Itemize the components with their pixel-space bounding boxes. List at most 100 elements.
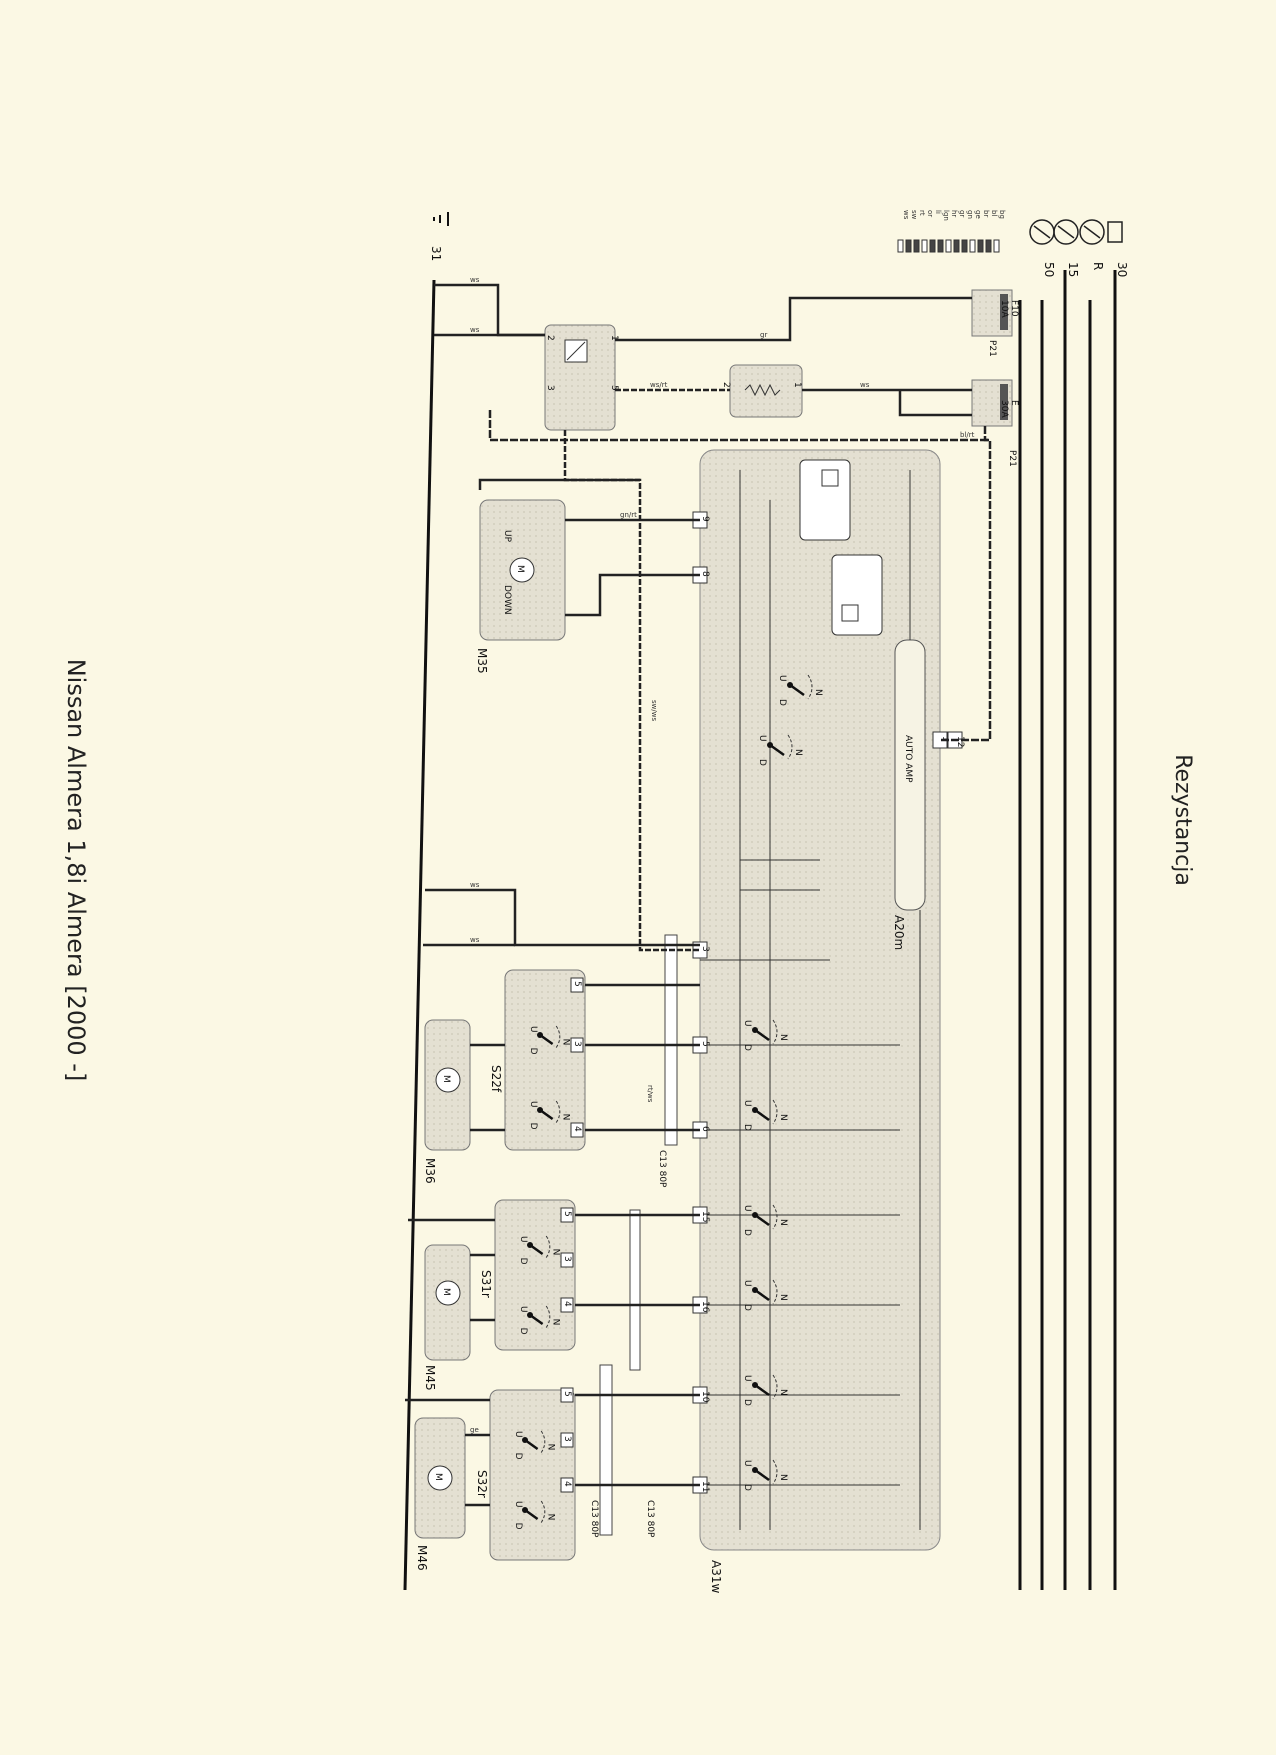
wire-label-ws-1: ws <box>470 276 480 284</box>
connector-c13-a: C13 80P <box>657 1150 667 1188</box>
rail-label-r: R <box>1091 262 1105 270</box>
ground-symbol <box>433 212 449 226</box>
wire-label-ws-3: ws <box>860 381 870 389</box>
ext-pin-box-0-1 <box>570 1037 584 1053</box>
power-rails <box>1018 270 1117 1590</box>
page-title: Rezystancja <box>1170 754 1195 886</box>
fuse-e: E 30A P21 <box>971 379 1019 467</box>
a31w-pin-9: 9 <box>700 516 710 522</box>
resistor-block: 1 2 <box>721 364 803 418</box>
motor-m35-label: M35 <box>475 648 489 674</box>
motor-m36-symbol: M <box>441 1075 451 1083</box>
ext-switch-2-label-d: D <box>518 1258 528 1265</box>
connector-strips <box>599 934 678 1536</box>
module-switch-4: U D N <box>742 1204 788 1236</box>
fuse-f10: F10 10A P21 <box>971 289 1019 357</box>
motor-m35-up: UP <box>502 530 512 543</box>
color-key-or: or <box>926 210 934 217</box>
wire-label-ws-4: ws <box>470 881 480 889</box>
ext-switch-4-label-d: D <box>513 1453 523 1460</box>
color-key-swatch-ge <box>969 239 976 253</box>
motor-m45-label: M45 <box>423 1365 437 1391</box>
a31w-pin-16: 16 <box>700 1301 710 1313</box>
module-switch-0: UDN <box>777 674 823 706</box>
ext-pin-1-1: 3 <box>562 1256 572 1262</box>
ext-pin-0-1: 3 <box>572 1041 582 1047</box>
color-key-swatch-lgn <box>937 239 944 253</box>
module-switch-3-label-n: N <box>778 1114 788 1121</box>
model-title: Nissan Almera 1,8i Almera [2000 -] <box>62 659 90 1082</box>
color-key-ge: ge <box>974 210 982 219</box>
rail-label-15: 15 <box>1066 262 1080 277</box>
ext-switch-5: UDN <box>513 1500 555 1530</box>
motor-m35-symbol: M <box>515 565 525 573</box>
resistor-pin-1: 1 <box>792 382 802 388</box>
ground-label: 31 <box>429 246 443 261</box>
module-switch-1: UDN <box>757 734 803 766</box>
resistor-pin-2: 2 <box>721 382 731 388</box>
color-key-sw: sw <box>910 210 918 220</box>
switch-s22f-label: S22f <box>489 1065 503 1093</box>
external-wiring <box>405 283 992 1507</box>
module-switch-1-label-u: U <box>757 735 767 742</box>
wire-label-sw-ws: sw/ws <box>650 700 658 721</box>
module-a31w-label: A31w <box>709 1560 723 1593</box>
ext-pin-box-2-0 <box>560 1387 574 1403</box>
ext-switch-1: UDN <box>528 1100 570 1130</box>
motor-m46-symbol: M <box>433 1473 443 1481</box>
relay-pin-3: 3 <box>545 385 555 391</box>
module-a31w <box>699 449 941 1551</box>
module-switch-4-label-d: D <box>742 1229 752 1236</box>
ext-switch-2-label-n: N <box>550 1249 560 1256</box>
color-key-swatch-hr <box>945 239 952 253</box>
ext-switch-0-label-u: U <box>528 1026 538 1033</box>
a31w-pin-15: 15 <box>700 1211 710 1222</box>
switch-s32r-label: S32r <box>475 1470 489 1498</box>
color-key-swatch-sw <box>905 239 912 253</box>
module-switch-3-label-u: U <box>742 1100 752 1107</box>
ext-switch-1-label-d: D <box>528 1123 538 1130</box>
motor-m45: M M45 <box>423 1244 471 1391</box>
ext-pin-0-0: 5 <box>572 981 582 987</box>
color-key-swatch-or <box>921 239 928 253</box>
ext-pin-2-2: 4 <box>562 1481 572 1487</box>
ext-pin-box-0-0 <box>570 977 584 993</box>
a31w-pin-10: 10 <box>700 1391 710 1403</box>
color-key-rt: rt <box>918 210 926 216</box>
ext-pin-box-0-2 <box>570 1122 584 1138</box>
module-switch-2-label-u: U <box>742 1020 752 1027</box>
connector-c13-b: C13 80P <box>645 1500 655 1538</box>
module-switch-4-label-u: U <box>742 1205 752 1212</box>
ext-pin-1-2: 4 <box>562 1301 572 1307</box>
motor-m45-symbol: M <box>441 1288 451 1296</box>
fuse-f10-name: F10 <box>1009 300 1019 317</box>
color-key-swatch-bl <box>985 239 992 253</box>
module-switch-4-label-n: N <box>778 1219 788 1226</box>
ext-switch-3-label-n: N <box>550 1319 560 1326</box>
relay-pin-1: 1 <box>609 335 619 341</box>
module-switch-3-label-d: D <box>742 1124 752 1131</box>
relay-pin-5: 5 <box>609 385 619 391</box>
ext-switch-5-label-u: U <box>513 1501 523 1508</box>
ext-switch-3: UDN <box>518 1305 560 1335</box>
module-switch-0-label-n: N <box>813 689 823 696</box>
relay: 1 2 3 5 <box>544 324 619 431</box>
switch-s22f: S22f <box>489 969 586 1151</box>
rail-label-50: 50 <box>1042 262 1056 277</box>
fuse-e-rating: 30A <box>999 400 1009 418</box>
color-key-hr: hr <box>950 210 958 217</box>
ext-switch-5-label-d: D <box>513 1523 523 1530</box>
ext-pin-box-1-0 <box>560 1207 574 1223</box>
rail-labels: 30 R 15 50 <box>1042 262 1129 277</box>
wire-label-ws-5: ws <box>470 936 480 944</box>
ext-switch-4-label-n: N <box>545 1444 555 1451</box>
module-switch-6-label-n: N <box>778 1389 788 1396</box>
ext-pin-1-0: 5 <box>562 1211 572 1217</box>
module-a20m-label: A20m <box>892 915 906 950</box>
module-switch-6-label-u: U <box>742 1375 752 1382</box>
switch-s32r: S32r <box>475 1389 576 1561</box>
module-switch-6-label-d: D <box>742 1399 752 1406</box>
